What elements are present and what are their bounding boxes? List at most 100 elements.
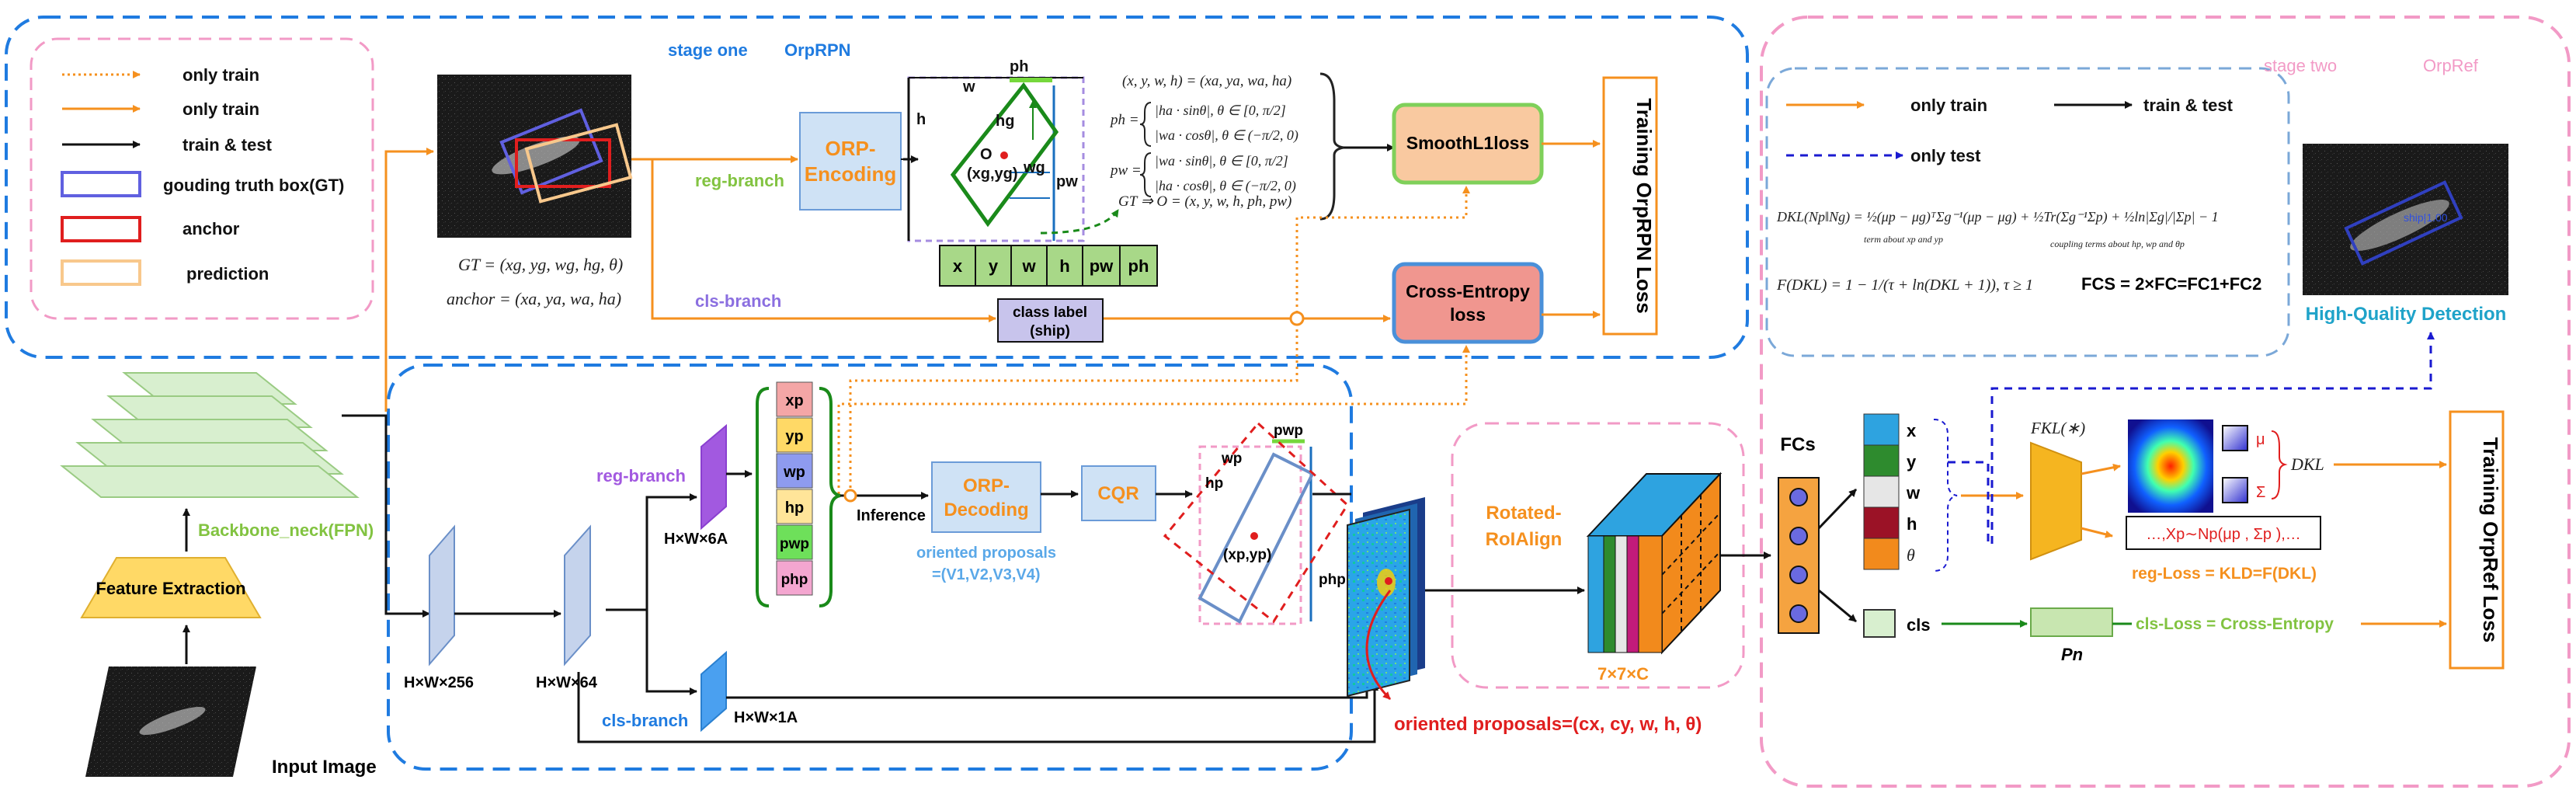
- orp-encoding-box: [799, 112, 902, 211]
- legend-prediction: prediction: [186, 264, 269, 284]
- dkl-note-2: coupling terms about hp, wp and θp: [2050, 238, 2185, 249]
- fdkl-formula: F(DKL) = 1 − 1/(τ + ln(DKL + 1)), τ ≥ 1: [1776, 277, 2033, 294]
- encoding-geometry: [907, 76, 1120, 242]
- orp-decoding-line1: ORP-: [963, 475, 1010, 496]
- sample-label: …,Xp∼Np(μp , Σp ),…: [2146, 526, 2301, 543]
- orp-decoding-box: [931, 461, 1041, 533]
- svg-text:ph =: ph =: [1109, 112, 1139, 128]
- ref-x: x: [1907, 421, 1917, 440]
- feat-256-label: H×W×256: [404, 674, 474, 691]
- ce-loss-line1: Cross-Entropy: [1406, 281, 1530, 301]
- out-pwp: pwp: [780, 536, 809, 552]
- head-reg-branch: reg-branch: [596, 466, 686, 486]
- stage-two-name: OrpRef: [2423, 56, 2479, 75]
- ce-loss-box: [1392, 262, 1544, 344]
- fkl-label: FKL(∗): [2030, 419, 2085, 437]
- smoothl1-label: SmoothL1loss: [1406, 133, 1529, 153]
- enc-h: h: [916, 111, 926, 128]
- target-y: y: [989, 256, 999, 276]
- legend-anchor: anchor: [183, 219, 240, 238]
- backbone-label: Backbone_neck(FPN): [198, 520, 374, 540]
- svg-text:|wa · cosθ|, θ ∈ (−π/2, 0): |wa · cosθ|, θ ∈ (−π/2, 0): [1155, 127, 1298, 144]
- oriented-proposals-v-line2: =(V1,V2,V3,V4): [932, 566, 1041, 583]
- oriented-proposals-final: oriented proposals=(cx, cy, w, h, θ): [1394, 714, 1702, 735]
- ref-theta: θ: [1907, 545, 1915, 565]
- svg-text:|ha · cosθ|, θ ∈ (−π/2, 0): |ha · cosθ|, θ ∈ (−π/2, 0): [1155, 178, 1296, 194]
- ref-y: y: [1907, 452, 1917, 472]
- pn-box: [2030, 607, 2113, 637]
- ref-output-column: [1863, 413, 1900, 570]
- orp-decoding-line2: Decoding: [944, 499, 1028, 520]
- enc-ph: ph: [1010, 58, 1028, 75]
- roi-label-line1: Rotated-: [1486, 503, 1561, 524]
- sigma-cell: [2222, 477, 2248, 503]
- dec-php: php: [1319, 572, 1346, 588]
- feat-1a-label: H×W×1A: [734, 709, 798, 726]
- dec-center: (xp,yp): [1223, 547, 1271, 563]
- enc-wg: wg: [1023, 159, 1045, 176]
- stage-two-formula-region: [1765, 67, 2290, 357]
- feature-extraction-label: Feature Extraction: [96, 579, 245, 598]
- dec-hp: hp: [1205, 475, 1223, 492]
- dkl-note-1: term about xp and yp: [1864, 234, 1943, 245]
- legend: only train only train train & test goudi…: [61, 65, 344, 286]
- fcs-label: FCs: [1780, 434, 1815, 455]
- head-output-cells: [776, 381, 813, 596]
- stage-two-title: stage two: [2264, 56, 2337, 75]
- sample-box: [2126, 516, 2321, 550]
- hq-detection-image: [2303, 144, 2508, 295]
- cls-branch-tensor: [700, 650, 727, 733]
- out-hp: hp: [785, 499, 804, 517]
- legend-solid-train: only train: [183, 99, 259, 119]
- s2-only-test: only test: [1910, 146, 1981, 165]
- legend-region: [30, 37, 374, 320]
- train-dotted-path-2: [837, 345, 1470, 494]
- stage-two-legend: only train train & test only test: [1786, 96, 2234, 165]
- mu-cell: [2222, 425, 2248, 451]
- train-path-arrow: [384, 148, 434, 412]
- oriented-proposals-v-line1: oriented proposals: [916, 545, 1056, 562]
- svg-text:(x, y, w, h) = (xa, ya, wa, ha: (x, y, w, h) = (xa, ya, wa, ha): [1122, 73, 1291, 89]
- test-path: [1948, 332, 2435, 545]
- fkl-network: [2030, 441, 2082, 561]
- class-label-line1: class label: [1013, 305, 1087, 321]
- stage-one-name: OrpRPN: [784, 40, 851, 60]
- feat-64: [564, 524, 591, 667]
- ref-h: h: [1907, 514, 1917, 534]
- training-orpref-box: [2449, 410, 2505, 670]
- target-ph: ph: [1128, 256, 1149, 276]
- enc-pw: pw: [1056, 173, 1078, 190]
- roi-size-label: 7×7×C: [1597, 664, 1649, 684]
- sigma-label: Σ: [2256, 484, 2265, 501]
- input-image: [85, 667, 256, 777]
- hq-detection-label: High-Quality Detection: [2306, 304, 2507, 325]
- anchor-formula: anchor = (xa, ya, wa, ha): [447, 289, 621, 308]
- target-w: w: [1021, 256, 1036, 276]
- training-orprpn-box: [1602, 76, 1658, 336]
- ref-w: w: [1906, 483, 1921, 503]
- rpn-cls-branch: cls-branch: [695, 291, 781, 311]
- train-dotted-path-1: [849, 186, 1470, 494]
- target-cells: [939, 245, 1158, 287]
- out-xp: xp: [785, 392, 803, 409]
- ce-loss-line2: loss: [1450, 305, 1486, 325]
- enc-center-sub: (xg,yg): [967, 165, 1018, 183]
- gaussian-heatmap: [2128, 419, 2213, 513]
- rpn-reg-branch: reg-branch: [695, 171, 784, 190]
- ref-cls: cls: [1907, 615, 1931, 635]
- s2-only-train: only train: [1910, 96, 1987, 115]
- dkl-label: DKL: [2290, 454, 2324, 474]
- feature-extraction-box: [80, 557, 262, 618]
- stage-two-region: [1760, 16, 2571, 788]
- legend-train-test: train & test: [183, 135, 273, 155]
- out-php: php: [781, 572, 808, 588]
- s2-train-test: train & test: [2143, 96, 2234, 115]
- pn-label: Pn: [2061, 645, 2083, 664]
- dec-pwp: pwp: [1274, 423, 1303, 439]
- legend-gt-box: gouding truth box(GT): [163, 176, 344, 195]
- stage-one-title: stage one: [668, 40, 748, 60]
- target-h: h: [1059, 256, 1069, 276]
- orp-encoding-line2: Encoding: [805, 162, 896, 186]
- gt-sar-image: [437, 75, 633, 238]
